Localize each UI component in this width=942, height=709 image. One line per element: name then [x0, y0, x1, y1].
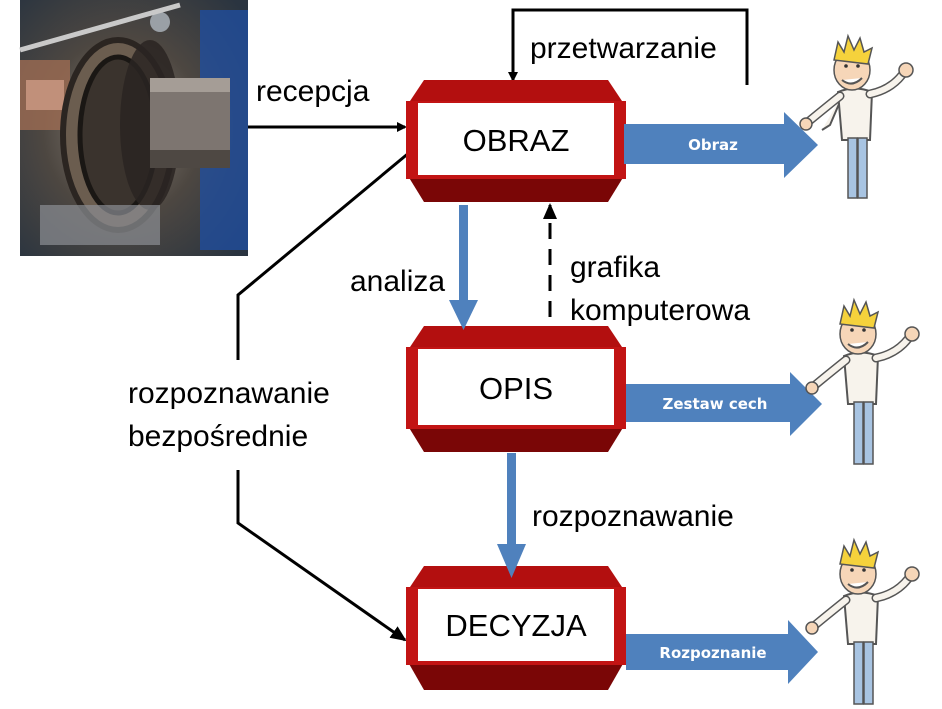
person-waving-icon	[799, 33, 914, 199]
output-label-rozpoznanie: Rozpoznanie	[659, 644, 766, 662]
box-opis-label: OPIS	[479, 371, 553, 406]
box-decyzja-label: DECYZJA	[445, 608, 587, 643]
direct-recognition-label-line2: bezpośrednie	[128, 420, 308, 453]
black-connectors	[236, 8, 749, 642]
direct-recognition-arrow	[236, 150, 411, 360]
box-obraz	[406, 80, 626, 202]
output-arrow-obraz	[624, 112, 818, 178]
direct-recognition-label-line1: rozpoznawanie	[128, 377, 330, 410]
output-label-cechy: Zestaw cech	[663, 395, 768, 413]
rozpoznawanie-label: rozpoznawanie	[532, 500, 734, 533]
direct-recognition-arrow-lower	[236, 470, 407, 642]
output-arrow-rozpoznanie	[626, 620, 818, 684]
output-arrow-cechy	[626, 372, 822, 436]
person-waving-icon	[805, 297, 920, 465]
rozpoznawanie-arrow	[497, 453, 526, 578]
analiza-label: analiza	[350, 265, 445, 298]
box-obraz-label: OBRAZ	[463, 123, 570, 158]
output-label-obraz: Obraz	[688, 136, 738, 154]
przetwarzanie-label: przetwarzanie	[530, 32, 717, 65]
grafika-label-line2: komputerowa	[570, 294, 750, 327]
grafika-label-line1: grafika	[570, 251, 660, 284]
person-waving-icon	[805, 537, 920, 705]
box-decyzja	[406, 566, 626, 690]
analiza-arrow	[449, 205, 478, 330]
recepcja-label: recepcja	[256, 75, 370, 108]
box-opis	[406, 326, 626, 452]
przetwarzanie-loop	[508, 8, 749, 85]
bearing-photo	[19, 0, 248, 256]
